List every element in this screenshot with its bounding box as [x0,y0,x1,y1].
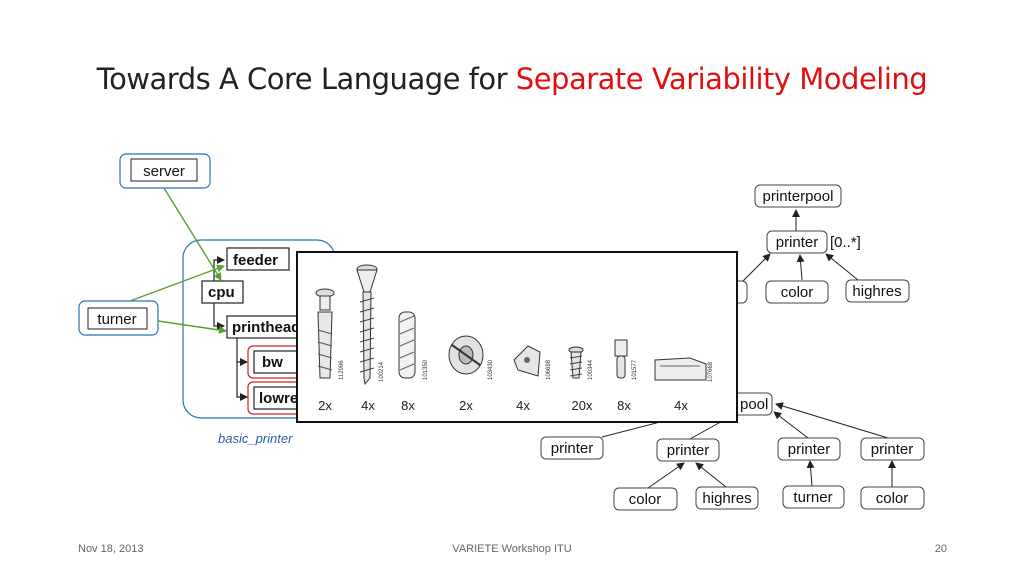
bw-label: bw [262,354,283,371]
pool-label: pool [740,396,768,413]
part-number: 106698 [546,359,552,380]
part-count: 2x [318,398,332,413]
turner-bottom-label: turner [793,489,832,506]
wooden-dowel-icon [398,311,416,379]
printer1-node [540,436,604,460]
part-count: 4x [674,398,688,413]
server-box [130,158,198,182]
turner-feeder-link [129,264,225,302]
color2-label: color [876,490,909,507]
turner-label: turner [97,311,136,328]
printer1-label: printer [551,440,594,457]
turner-bottom-node [782,485,845,509]
highres-bottom-node [695,486,759,510]
parts-overlay: 112996 100214 101350 103430 106698 10034… [296,251,738,423]
part-number: 103430 [488,359,494,380]
part-number: 101350 [423,359,429,380]
clip-icon [654,357,707,381]
part-number: 100214 [379,361,385,382]
title-prefix: Towards A Core Language for [96,62,516,96]
server-cpu-link [163,187,222,281]
printer2-label: printer [667,442,710,459]
title-highlight: Separate Variability Modeling [515,62,928,96]
short-screw-icon [568,346,584,379]
printer3-node [777,437,841,461]
highres-node [845,279,910,303]
part-number: 112996 [339,360,345,380]
part-number: 101577 [632,359,638,380]
printer-multiplicity: [0..*] [830,234,861,251]
slide-title: Towards A Core Language for Separate Var… [0,62,1024,96]
part-count: 20x [572,398,593,413]
highres-bottom-label: highres [702,490,751,507]
pin-icon [614,339,628,379]
part-count: 4x [516,398,530,413]
printer4-node [860,437,925,461]
part-count: 4x [361,398,375,413]
part-number: 100344 [588,359,594,380]
angle-bracket-icon [513,345,541,377]
color1-label: color [629,491,662,508]
color-node [765,280,829,304]
turner-box [87,307,148,330]
part-count: 8x [401,398,415,413]
long-screw-icon [356,264,378,386]
printhead-label: printhead [232,319,300,336]
printer3-label: printer [788,441,831,458]
color2-node [860,486,925,510]
printer-label: printer [776,234,819,251]
cpu-label: cpu [208,284,235,301]
color-label: color [781,284,814,301]
printer-node [766,230,828,254]
part-count: 2x [459,398,473,413]
cpu-box [201,280,244,304]
cam-bolt-icon [315,288,335,379]
printerpool-node [754,184,842,208]
footer-center: VARIETE Workshop ITU [452,543,572,555]
cam-lock-icon [448,335,484,375]
turner-printhead-link [157,320,227,334]
part-number: 107668 [708,361,714,382]
highres-label: highres [852,283,901,300]
footer-date: Nov 18, 2013 [78,543,144,555]
printer2-node [656,438,720,462]
lowres-label: lowres [259,390,307,407]
printerpool-label: printerpool [763,188,834,205]
feeder-box [226,247,290,271]
right-top-diagram: printerpool printer [0..*] color highres [724,184,910,304]
basic-printer-caption: basic_printer [218,431,293,446]
footer-page-number: 20 [934,543,947,555]
color1-node [613,487,678,511]
feeder-label: feeder [233,252,278,269]
printer4-label: printer [871,441,914,458]
server-label: server [143,163,185,180]
part-count: 8x [617,398,631,413]
